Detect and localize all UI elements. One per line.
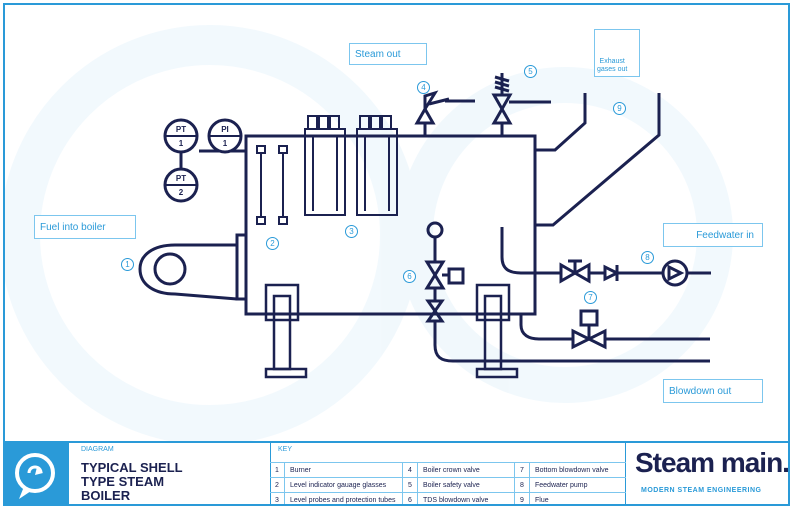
- feedwater-in-label: Feedwater in: [663, 223, 763, 247]
- brand-name: Steam main.com: [635, 447, 789, 478]
- safety-valve: [491, 73, 551, 136]
- gauge-pi1-label: PI: [221, 125, 229, 134]
- boiler-supports: [264, 283, 519, 379]
- diagram-title-cell: DIAGRAM TYPICAL SHELL TYPE STEAM BOILER: [69, 443, 271, 504]
- footer-panel: DIAGRAM TYPICAL SHELL TYPE STEAM BOILER …: [5, 441, 789, 504]
- callout-6: 6: [403, 270, 416, 283]
- gauge-pt1-number: 1: [179, 139, 184, 148]
- steam-logo-icon: [5, 443, 69, 504]
- gauge-pt2-label: PT: [176, 174, 186, 183]
- callout-7: 7: [584, 291, 597, 304]
- tds-blowdown-valve: [424, 221, 710, 363]
- fuel-into-boiler-label: Fuel into boiler: [34, 215, 136, 239]
- diagram-title: TYPICAL SHELL TYPE STEAM BOILER: [81, 460, 183, 503]
- gauges: [163, 118, 246, 203]
- steammain-logo: Steam main.com MODERN STEAM ENGINEERING: [627, 443, 789, 504]
- flue: [535, 93, 661, 227]
- diagram-frame: PT 1 PI 1 PT 2 Steam out Exhaust gases o…: [3, 3, 790, 506]
- gauge-pt1-label: PT: [176, 125, 186, 134]
- feedwater-line: [500, 227, 711, 287]
- steam-out-label: Steam out: [349, 43, 427, 65]
- callout-4: 4: [417, 81, 430, 94]
- callout-3: 3: [345, 225, 358, 238]
- brand-tagline: MODERN STEAM ENGINEERING: [641, 487, 762, 494]
- callout-9: 9: [613, 102, 626, 115]
- level-gauge-glasses: [256, 145, 288, 225]
- diagram-header: DIAGRAM: [81, 446, 114, 453]
- level-probes: [304, 115, 398, 216]
- bottom-blowdown-line: [519, 309, 710, 350]
- blowdown-out-label: Blowdown out: [663, 379, 763, 403]
- callout-2: 2: [266, 237, 279, 250]
- callout-1: 1: [121, 258, 134, 271]
- crown-valve: [414, 90, 475, 136]
- gauge-pi1-number: 1: [223, 139, 228, 148]
- key-header: KEY: [278, 446, 293, 453]
- callout-5: 5: [524, 65, 537, 78]
- burner: [138, 233, 248, 301]
- gauge-pt2-number: 2: [179, 188, 184, 197]
- callout-8: 8: [641, 251, 654, 264]
- exhaust-gases-label: Exhaust gases out: [594, 29, 640, 77]
